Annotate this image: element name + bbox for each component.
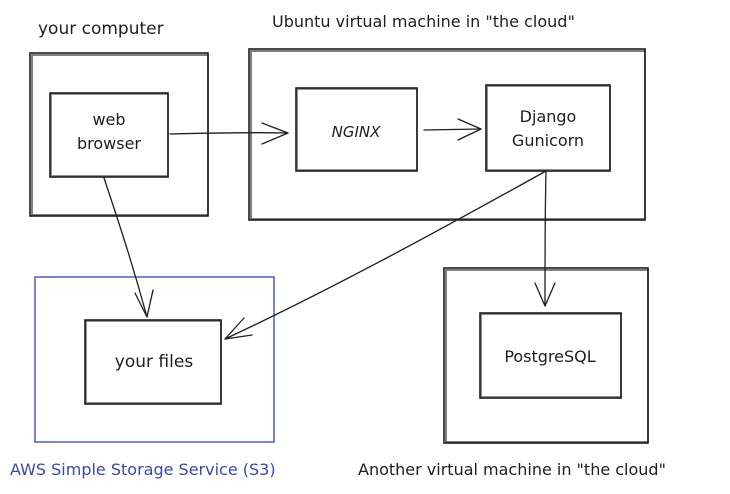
- arrow-django-to-files: [224, 170, 547, 340]
- postgresql-node: PostgreSQL: [479, 312, 622, 399]
- web-browser-label-line1: web: [92, 110, 125, 129]
- django-label: Django: [520, 107, 577, 126]
- arrow-browser-to-files: [103, 177, 154, 318]
- nginx-node: NGINX: [295, 87, 418, 172]
- gunicorn-label: Gunicorn: [512, 131, 584, 150]
- web-browser-node: web browser: [49, 92, 169, 178]
- ubuntu-vm-container: [248, 48, 646, 221]
- arrow-browser-to-nginx: [169, 122, 289, 145]
- nginx-label: NGINX: [332, 123, 381, 141]
- your-files-node: your files: [84, 319, 222, 405]
- another-vm-container: [443, 267, 649, 444]
- arrow-django-to-postgresql: [534, 171, 556, 307]
- your-files-label: your files: [115, 352, 194, 372]
- your-computer-label: your computer: [38, 19, 164, 39]
- s3-container: [34, 276, 275, 443]
- another-vm-label: Another virtual machine in "the cloud": [358, 460, 666, 479]
- arrow-nginx-to-django: [423, 118, 482, 141]
- your-computer-container: [29, 52, 209, 217]
- web-browser-label-line2: browser: [77, 134, 141, 153]
- s3-label: AWS Simple Storage Service (S3): [10, 460, 276, 479]
- postgresql-label: PostgreSQL: [504, 347, 595, 366]
- ubuntu-vm-label: Ubuntu virtual machine in "the cloud": [272, 12, 575, 31]
- django-gunicorn-node: Django Gunicorn: [485, 84, 611, 172]
